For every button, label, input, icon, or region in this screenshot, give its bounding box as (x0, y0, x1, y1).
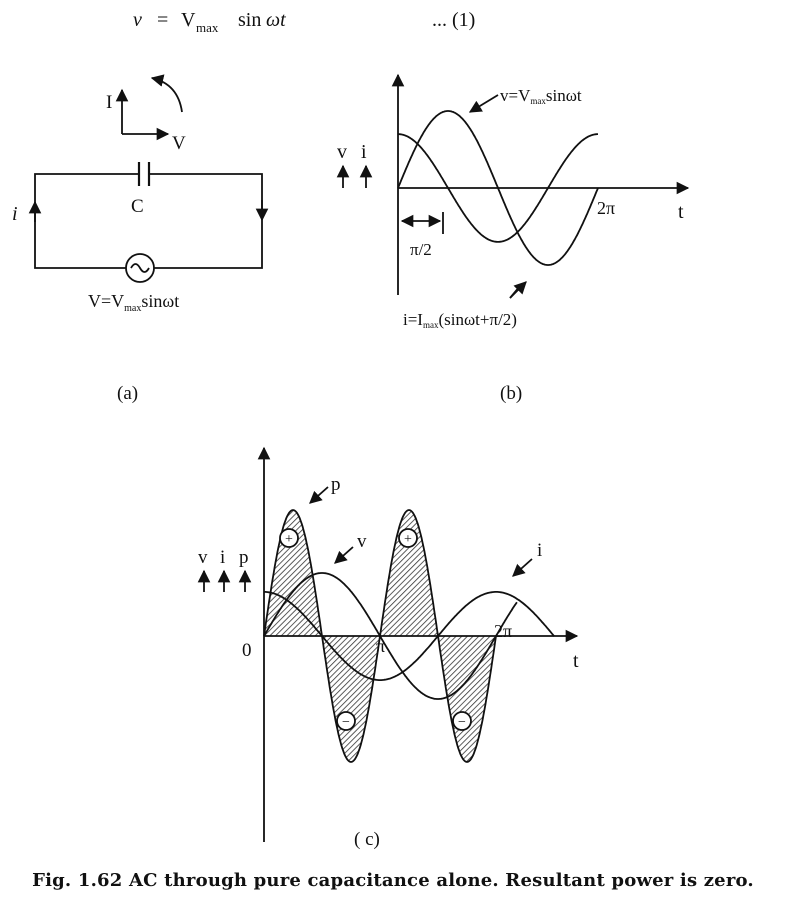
rotation-arrow (150, 74, 183, 113)
b-i-label: i=Imax(sinωt+π/2) (403, 310, 517, 330)
c-minus-sign-2: − (458, 715, 466, 730)
b-v-curve (397, 110, 599, 266)
equation-vmax: V (181, 9, 196, 31)
source-label: V=Vmaxsinωt (88, 291, 179, 314)
c-pi-label: π (376, 636, 385, 656)
c-i-label: i (537, 540, 542, 561)
panel-a (28, 74, 269, 283)
equation-number: ... (1) (432, 9, 475, 31)
c-plus-circle-1 (279, 528, 299, 548)
panel-b (336, 73, 690, 299)
b-y-i-label: i (361, 141, 367, 163)
c-minus-sign-1: − (342, 715, 350, 730)
equation-equals: = (157, 9, 168, 31)
c-i-curve (264, 591, 555, 681)
ac-source-wave-icon (130, 263, 150, 273)
capacitor-label: C (131, 196, 144, 217)
source-label-sub: max (124, 303, 141, 314)
equation-sin: sin (238, 9, 261, 31)
c-v-curve (263, 572, 518, 700)
b-i-label-sub: max (423, 320, 439, 330)
figure-caption: Fig. 1.62 AC through pure capacitance al… (32, 870, 754, 891)
circuit-wire-right (150, 173, 263, 269)
c-v-label: v (357, 531, 367, 552)
panel-a-label: (a) (117, 383, 138, 404)
c-plus-circle-2 (398, 528, 418, 548)
source-label-main: V=V (88, 291, 124, 311)
c-minus-circle-1 (336, 711, 356, 731)
b-t-label: t (678, 201, 684, 223)
source-label-rest: sinωt (141, 291, 179, 311)
b-i-label-rest: (sinωt+π/2) (438, 310, 516, 329)
panel-c-labels: v i p 0 π 2π t p v i + + − − ( c) (198, 474, 579, 850)
panel-b-label: (b) (500, 383, 522, 404)
c-t-label: t (573, 650, 579, 672)
b-i-curve (398, 133, 598, 243)
phasor-i-label: I (106, 92, 112, 113)
equation-lhs: v (133, 9, 142, 31)
circuit-wire-left (34, 173, 138, 269)
b-v-label-sub: max (530, 96, 546, 106)
b-i-label-main: i=I (403, 310, 423, 329)
panel-a-labels: I V i C V=Vmaxsinωt (a) (12, 92, 186, 404)
b-v-label-rest: sinωt (546, 86, 582, 105)
c-origin-label: 0 (242, 640, 252, 661)
panel-c (197, 446, 579, 842)
b-v-label-main: v=V (500, 86, 531, 105)
b-two-pi-label: 2π (597, 198, 615, 218)
equation: v = V max sin ωt ... (1) (133, 9, 475, 35)
b-v-label: v=Vmaxsinωt (500, 86, 582, 106)
c-plus-sign-2: + (404, 532, 412, 547)
b-y-v-label: v (337, 141, 347, 163)
b-v-pointer (468, 94, 499, 113)
equation-vmax-sub: max (196, 20, 219, 35)
c-y-v-label: v (198, 547, 208, 568)
b-i-pointer (509, 281, 527, 299)
phasor-v-label: V (172, 133, 186, 154)
c-minus-circle-2 (452, 711, 472, 731)
c-two-pi-label: 2π (494, 621, 512, 641)
c-v-pointer (334, 546, 354, 564)
c-p-pointer (309, 486, 329, 504)
b-pi-half-label: π/2 (410, 240, 432, 259)
equation-omega-t: ωt (266, 9, 286, 31)
c-p-label: p (331, 474, 341, 495)
panel-b-labels: v i t 2π π/2 v=Vmaxsinωt i=Imax(sinωt+π/… (337, 86, 684, 404)
current-label: i (12, 203, 18, 225)
c-y-i-label: i (220, 547, 225, 568)
c-i-pointer (512, 558, 533, 577)
c-y-p-label: p (239, 547, 249, 568)
c-plus-sign-1: + (285, 532, 293, 547)
panel-c-label: ( c) (354, 829, 380, 850)
ac-source (125, 253, 155, 283)
